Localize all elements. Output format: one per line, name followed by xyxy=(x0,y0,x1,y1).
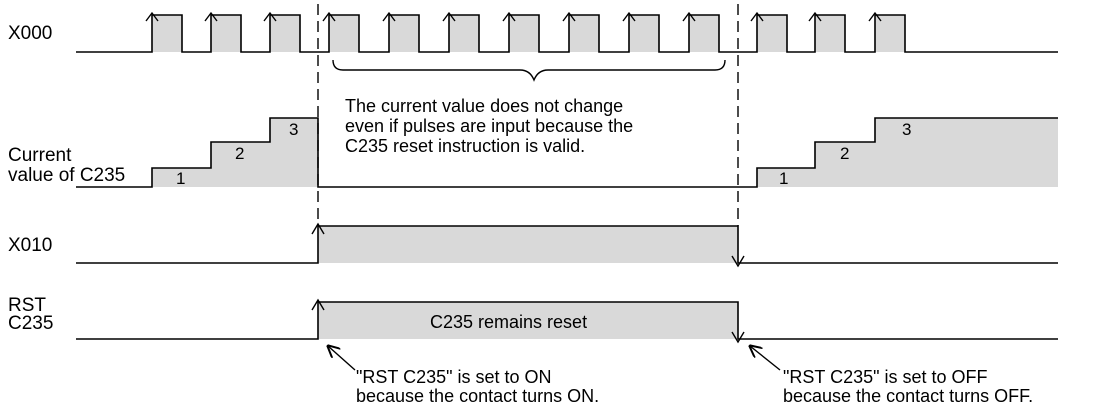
x000-label: X000 xyxy=(8,23,53,44)
current-value-waveform xyxy=(76,117,1058,188)
set-on-note-line2: because the contact turns ON. xyxy=(356,386,600,406)
set-off-callout-arrow xyxy=(750,346,781,371)
no-change-note-line1: The current value does not change xyxy=(345,96,624,116)
rst-rising-arrow xyxy=(311,298,325,311)
rst-on-fill xyxy=(318,302,738,339)
x000-waveform xyxy=(76,14,1058,53)
x010-rising-arrow xyxy=(311,222,325,235)
x000-rising-edge-arrows xyxy=(145,11,882,22)
current-value-label-line1: Current xyxy=(8,145,72,166)
count-before-3: 3 xyxy=(289,120,299,139)
count-before-2: 2 xyxy=(235,144,245,163)
rst-label-line2: C235 xyxy=(8,313,54,334)
x010-waveform xyxy=(76,225,1058,264)
ignored-pulses-brace xyxy=(332,59,726,82)
x010-on-fill xyxy=(318,226,738,263)
rst-waveform xyxy=(76,301,1058,340)
count-before-1: 1 xyxy=(176,169,186,188)
current-value-fill-after xyxy=(757,118,1058,187)
current-value-fill-before xyxy=(152,118,318,187)
count-after-3: 3 xyxy=(902,120,912,139)
set-on-note-line1: "RST C235" is set to ON xyxy=(356,367,552,387)
count-after-1: 1 xyxy=(779,169,789,188)
rst-falling-arrow xyxy=(731,331,745,344)
count-after-2: 2 xyxy=(840,144,850,163)
current-value-label-line2: value of C235 xyxy=(8,165,126,186)
no-change-note-backdrop xyxy=(336,88,732,180)
no-change-note-line3: C235 reset instruction is valid. xyxy=(345,136,586,156)
set-on-callout-arrow xyxy=(328,346,356,371)
set-off-note-line1: "RST C235" is set to OFF xyxy=(783,367,988,387)
set-off-note-line2: because the contact turns OFF. xyxy=(783,386,1034,406)
x000-pulse-fills xyxy=(152,15,905,52)
rst-label-line1: RST xyxy=(8,295,46,316)
x010-label: X010 xyxy=(8,235,53,256)
remains-reset-label: C235 remains reset xyxy=(430,312,588,332)
x010-falling-arrow xyxy=(731,255,745,268)
no-change-note-line2: even if pulses are input because the xyxy=(345,116,634,136)
